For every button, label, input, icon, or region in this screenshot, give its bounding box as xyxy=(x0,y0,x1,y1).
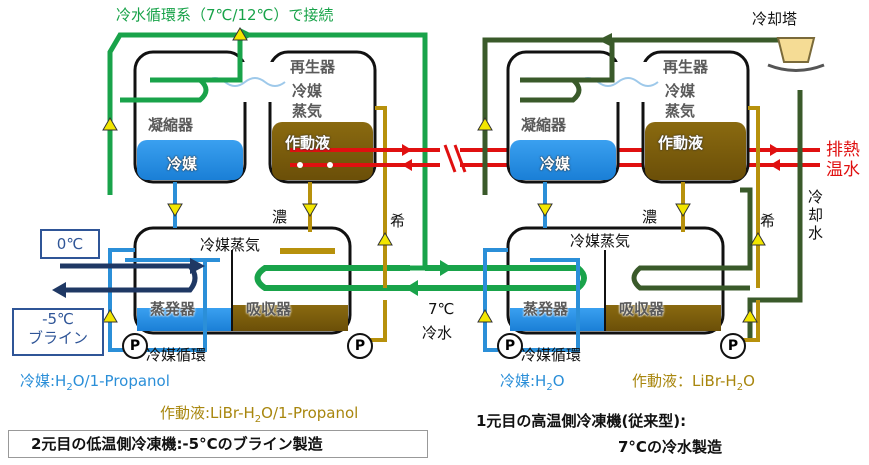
left-regenerator-label: 再生器 xyxy=(290,58,336,76)
left-dilute-label: 希 xyxy=(390,212,406,230)
left-machine-caption: 2元目の低温側冷凍機:-5°Cのブライン製造 xyxy=(8,430,428,458)
right-regen-vapor-label: 冷媒 蒸気 xyxy=(665,82,696,120)
left-refrigerant-pump-icon: P xyxy=(122,333,148,359)
left-vapor-label: 冷媒蒸気 xyxy=(200,236,261,254)
chilled-water-name: 冷水 xyxy=(422,324,453,342)
right-refrigerant-label: 冷媒 xyxy=(540,155,571,173)
left-regen-vapor-label: 冷媒 蒸気 xyxy=(292,82,323,120)
chilled-water-loop-label: 冷水循環系（7℃/12℃）で接続 xyxy=(116,6,334,24)
right-caption-line2: 7°Cの冷水製造 xyxy=(618,438,722,456)
right-evaporator-label: 蒸発器 xyxy=(523,300,569,318)
right-solution-pump-icon: P xyxy=(720,333,746,359)
brine-out-temp: -5℃ xyxy=(42,310,74,328)
left-concentrated-label: 濃 xyxy=(272,208,288,226)
chilled-water-temp: 7℃ xyxy=(428,300,455,318)
left-working-fluid-formula: 作動液:LiBr-H2O/1-Propanol xyxy=(160,404,359,425)
right-caption-line1: 1元目の高温側冷凍機(従来型): xyxy=(476,412,687,430)
right-absorber-label: 吸収器 xyxy=(619,300,665,318)
left-refrigerant-label: 冷媒 xyxy=(167,155,198,173)
cooling-tower-icon xyxy=(776,37,816,63)
brine-in-temp: 0℃ xyxy=(40,229,100,259)
left-condenser-label: 凝縮器 xyxy=(148,116,194,134)
left-absorber-label: 吸収器 xyxy=(246,300,292,318)
left-working-fluid-label: 作動液 xyxy=(285,134,331,152)
right-dilute-label: 希 xyxy=(760,212,776,230)
cooling-water-label: 冷 却 水 xyxy=(808,188,824,242)
left-refrigerant-formula: 冷媒:H2O/1-Propanol xyxy=(20,372,170,393)
brine-out-name: ブライン xyxy=(27,328,88,347)
left-solution-pump-icon: P xyxy=(347,333,373,359)
cooling-tower-label: 冷却塔 xyxy=(752,10,798,28)
right-working-fluid-formula: 作動液：LiBr-H2O xyxy=(632,372,755,393)
right-working-fluid-label: 作動液 xyxy=(658,134,704,152)
exhaust-heat-label: 排熱 温水 xyxy=(826,140,860,181)
right-vapor-label: 冷媒蒸気 xyxy=(570,232,631,250)
right-concentrated-label: 濃 xyxy=(642,208,658,226)
right-regenerator-label: 再生器 xyxy=(663,58,709,76)
right-condenser-label: 凝縮器 xyxy=(521,116,567,134)
left-evaporator-label: 蒸発器 xyxy=(150,300,196,318)
right-circulation-label: 冷媒循環 xyxy=(521,346,582,364)
right-refrigerant-formula: 冷媒:H2O xyxy=(500,372,565,393)
left-circulation-label: 冷媒循環 xyxy=(146,346,207,364)
brine-out-box: -5℃ ブライン xyxy=(12,308,104,356)
right-refrigerant-pump-icon: P xyxy=(497,333,523,359)
